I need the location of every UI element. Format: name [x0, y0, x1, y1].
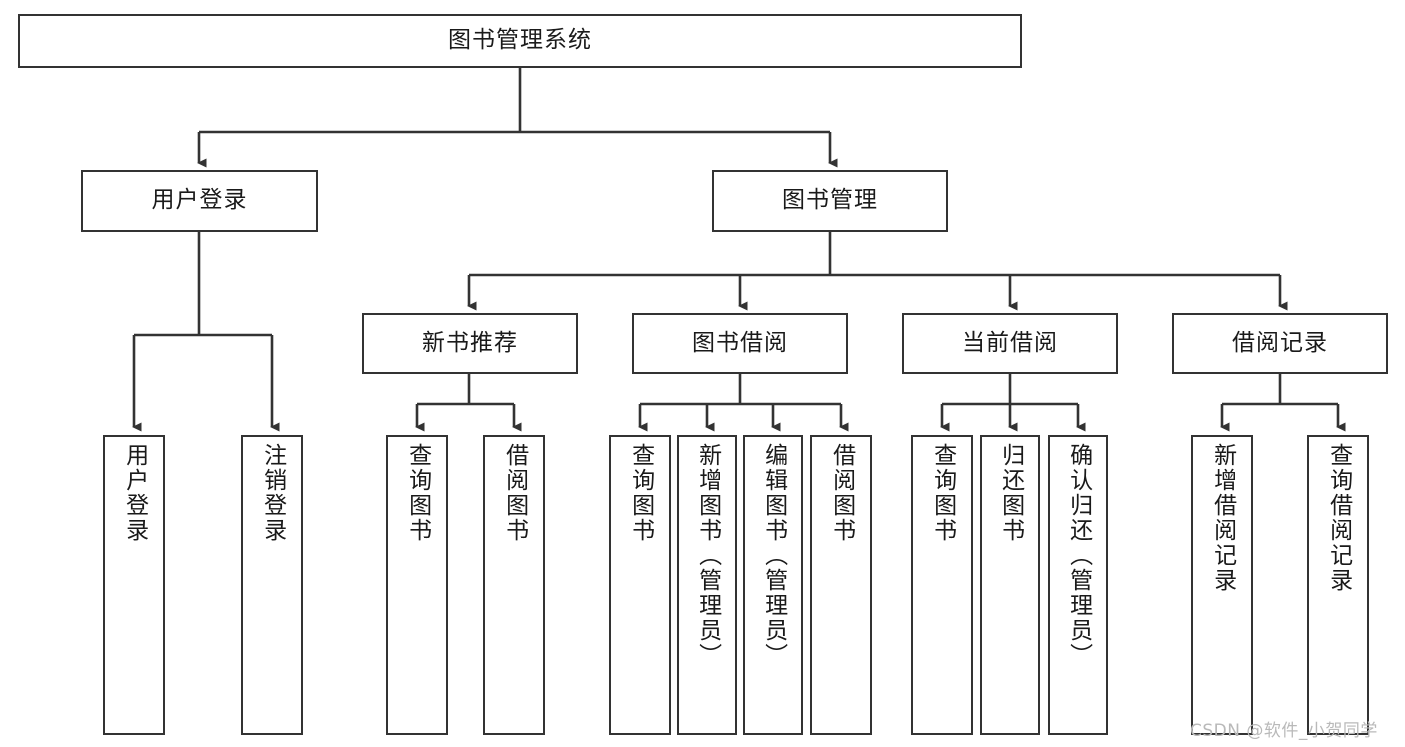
node-new-book-recommend[interactable]: 新书推荐: [362, 313, 578, 374]
leaf-borrow-record-query-record[interactable]: 查询借阅记录: [1307, 435, 1369, 735]
node-label: 新书推荐: [422, 329, 518, 356]
node-label: 图书借阅: [692, 329, 788, 356]
node-label: 新增借阅记录: [1209, 443, 1236, 593]
leaf-user-login-logout[interactable]: 注销登录: [241, 435, 303, 735]
node-label: 查询图书: [627, 443, 654, 543]
node-book-management[interactable]: 图书管理: [712, 170, 948, 232]
node-label: 确认归还（管理员）: [1065, 443, 1092, 668]
node-label: 借阅记录: [1232, 329, 1328, 356]
node-current-borrow[interactable]: 当前借阅: [902, 313, 1118, 374]
leaf-current-borrow-query-book[interactable]: 查询图书: [911, 435, 973, 735]
leaf-user-login-login[interactable]: 用户登录: [103, 435, 165, 735]
node-label: 借阅图书: [828, 443, 855, 543]
leaf-new-book-borrow-book[interactable]: 借阅图书: [483, 435, 545, 735]
node-borrow-record[interactable]: 借阅记录: [1172, 313, 1388, 374]
leaf-book-borrow-borrow-book[interactable]: 借阅图书: [810, 435, 872, 735]
node-label: 归还图书: [997, 443, 1024, 543]
leaf-borrow-record-add-record[interactable]: 新增借阅记录: [1191, 435, 1253, 735]
node-label: 当前借阅: [962, 329, 1058, 356]
leaf-book-borrow-edit-book-admin[interactable]: 编辑图书（管理员）: [743, 435, 803, 735]
leaf-book-borrow-add-book-admin[interactable]: 新增图书（管理员）: [677, 435, 737, 735]
node-label: 新增图书（管理员）: [694, 443, 721, 668]
node-label: 借阅图书: [501, 443, 528, 543]
node-user-login[interactable]: 用户登录: [81, 170, 318, 232]
node-label: 查询借阅记录: [1325, 443, 1352, 593]
leaf-current-borrow-confirm-return-admin[interactable]: 确认归还（管理员）: [1048, 435, 1108, 735]
node-label: 查询图书: [929, 443, 956, 543]
node-label: 用户登录: [151, 187, 248, 214]
node-label: 查询图书: [404, 443, 431, 543]
node-label: 图书管理系统: [448, 27, 592, 54]
leaf-new-book-query-book[interactable]: 查询图书: [386, 435, 448, 735]
csdn-watermark: CSDN @软件_小贺同学: [1190, 721, 1378, 741]
node-label: 用户登录: [121, 443, 148, 543]
node-book-borrow[interactable]: 图书借阅: [632, 313, 848, 374]
node-label: 编辑图书（管理员）: [760, 443, 787, 668]
node-label: 注销登录: [259, 443, 286, 543]
leaf-book-borrow-query-book[interactable]: 查询图书: [609, 435, 671, 735]
node-root-book-management-system[interactable]: 图书管理系统: [18, 14, 1022, 68]
node-label: 图书管理: [782, 187, 878, 214]
leaf-current-borrow-return-book[interactable]: 归还图书: [980, 435, 1040, 735]
